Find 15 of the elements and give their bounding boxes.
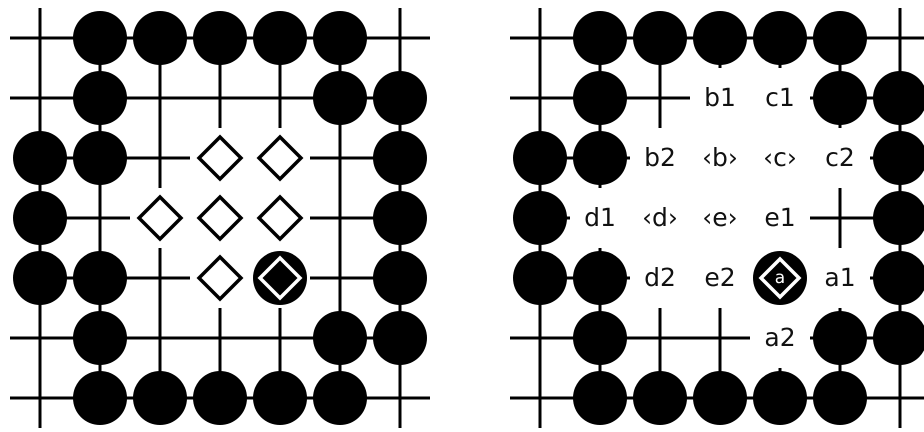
point-label: ‹c› [763, 144, 797, 172]
point-label: b2 [644, 144, 676, 172]
point-label: ‹e› [702, 204, 738, 232]
point-label: c2 [825, 144, 855, 172]
point-label: d1 [584, 204, 616, 232]
point-label: e1 [764, 204, 796, 232]
point-label: a1 [824, 264, 856, 292]
point-label: ‹b› [702, 144, 738, 172]
point-label: a [774, 269, 786, 287]
point-label: a2 [764, 324, 796, 352]
point-label: e2 [704, 264, 736, 292]
point-label: d2 [644, 264, 676, 292]
point-label: ‹d› [642, 204, 678, 232]
point-label: c1 [765, 84, 795, 112]
point-label: b1 [704, 84, 736, 112]
